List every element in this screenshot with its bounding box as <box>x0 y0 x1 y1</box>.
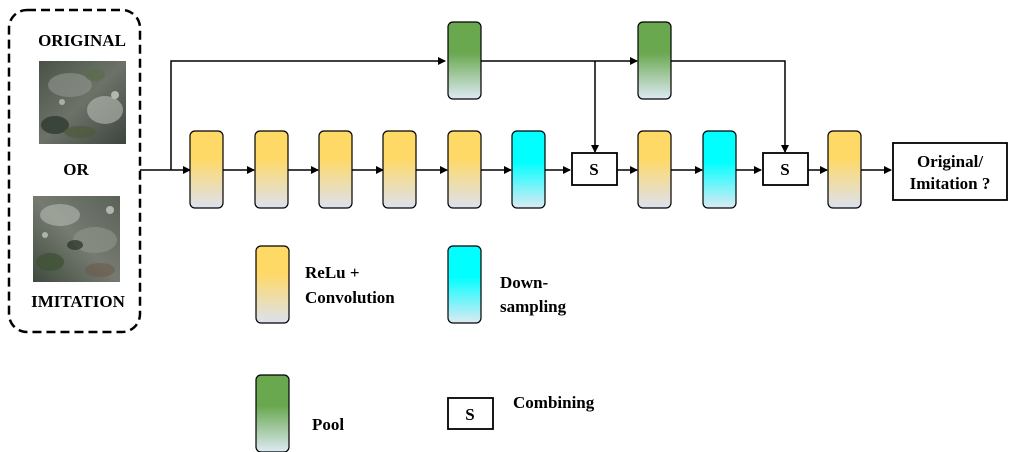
legend-downsampling-swatch <box>447 245 482 324</box>
output-box: Original/ Imitation ? <box>892 142 1008 201</box>
imitation-image <box>33 196 120 282</box>
combiner-box-1: S <box>571 152 618 186</box>
legend-relu-conv-line-1: ReLu + <box>305 263 360 282</box>
legend-combining-box <box>447 397 494 430</box>
output-line-2: Imitation ? <box>910 174 991 193</box>
input-panel-border <box>7 8 142 334</box>
conv-block-7 <box>827 130 862 209</box>
legend-combining-label: Combining <box>513 393 595 412</box>
pool-block-1 <box>447 21 482 100</box>
combiner-box-2: S <box>762 152 809 186</box>
pool-block-2 <box>637 21 672 100</box>
conv-block-2 <box>254 130 289 209</box>
or-label: OR <box>63 160 89 179</box>
conv-block-4 <box>382 130 417 209</box>
combiner-symbol-1: S <box>589 160 598 179</box>
connectors <box>140 57 892 174</box>
legend: ReLu + Convolution Down- sampling Pool S… <box>255 245 595 452</box>
combiner-symbol-2: S <box>780 160 789 179</box>
downsampling-block-2 <box>702 130 737 209</box>
legend-relu-conv-swatch <box>255 245 290 324</box>
conv-block-1 <box>189 130 224 209</box>
legend-combining-symbol: S <box>465 405 474 424</box>
conv-block-5 <box>447 130 482 209</box>
original-label: ORIGINAL <box>38 31 126 50</box>
connector-skip-branch <box>170 57 446 170</box>
output-line-1: Original/ <box>917 152 983 171</box>
legend-pool-label: Pool <box>312 415 344 434</box>
legend-downsampling-line-1: Down- <box>500 273 549 292</box>
input-panel: ORIGINAL OR IMITATION <box>7 8 142 334</box>
imitation-label: IMITATION <box>31 292 126 311</box>
legend-relu-conv-line-2: Convolution <box>305 288 395 307</box>
legend-pool-swatch <box>255 374 290 452</box>
downsampling-block-1 <box>511 130 546 209</box>
legend-downsampling-line-2: sampling <box>500 297 567 316</box>
original-image <box>39 61 126 144</box>
conv-block-3 <box>318 130 353 209</box>
connector-pool2-s2 <box>671 60 789 153</box>
conv-block-6 <box>637 130 672 209</box>
